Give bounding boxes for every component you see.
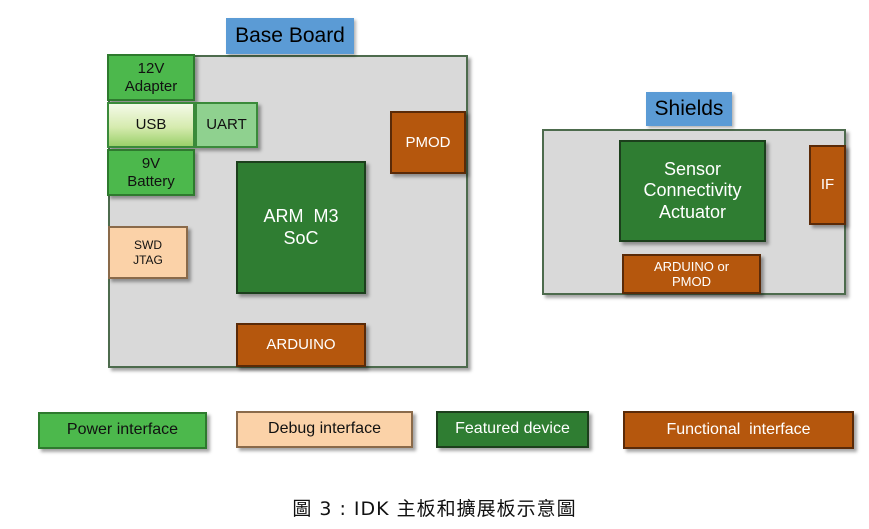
legend-debug-label: Debug interface (268, 420, 381, 438)
device-label-line1: Sensor (663, 159, 722, 180)
adapter-label-line2: Adapter (124, 77, 178, 95)
arm-m3-soc-block: ARM M3 SoC (236, 161, 366, 294)
adapter-12v-block: 12V Adapter (107, 54, 195, 101)
soc-label-line1: ARM M3 (263, 206, 339, 227)
uart-block: UART (195, 102, 258, 148)
device-label-line3: Actuator (658, 201, 727, 222)
uart-label: UART (206, 116, 247, 134)
device-label-line2: Connectivity (643, 180, 742, 201)
battery-label-line1: 9V (141, 154, 161, 172)
shields-title-text: Shields (654, 97, 724, 120)
legend-functional-interface: Functional interface (623, 411, 854, 449)
arduino-or-pmod-block: ARDUINO or PMOD (622, 254, 761, 294)
adapter-label-line1: 12V (137, 59, 165, 77)
pmod-label: PMOD (405, 133, 451, 151)
legend-power-label: Power interface (66, 421, 179, 439)
usb-block: USB (107, 102, 195, 148)
soc-label-line2: SoC (283, 227, 319, 248)
legend-power-interface: Power interface (38, 412, 207, 449)
shields-title: Shields (646, 92, 732, 126)
figure-caption: 圖 3 : IDK 主板和擴展板示意圖 (0, 494, 869, 522)
arduino-label: ARDUINO (266, 336, 336, 354)
sensor-connectivity-actuator-block: Sensor Connectivity Actuator (619, 140, 766, 242)
legend-debug-interface: Debug interface (236, 411, 413, 448)
legend-functional-label: Functional interface (666, 420, 811, 438)
battery-9v-block: 9V Battery (107, 149, 195, 196)
battery-label-line2: Battery (127, 172, 175, 190)
pmod-block: PMOD (390, 111, 466, 174)
legend-featured-label: Featured device (455, 420, 570, 438)
if-block: IF (809, 145, 846, 225)
debug-label-line1: SWD (134, 238, 162, 253)
arduino-block: ARDUINO (236, 323, 366, 367)
debug-label-line2: JTAG (133, 252, 163, 267)
base-board-title-text: Base Board (235, 24, 345, 47)
legend-featured-device: Featured device (436, 411, 589, 448)
usb-label: USB (135, 116, 167, 134)
connector-label-line1: ARDUINO or (653, 258, 730, 274)
swd-jtag-block: SWD JTAG (108, 226, 188, 279)
connector-label-line2: PMOD (672, 274, 711, 289)
if-label: IF (820, 176, 835, 194)
figure-caption-text: 圖 3 : IDK 主板和擴展板示意圖 (292, 498, 577, 520)
base-board-title: Base Board (226, 18, 354, 54)
